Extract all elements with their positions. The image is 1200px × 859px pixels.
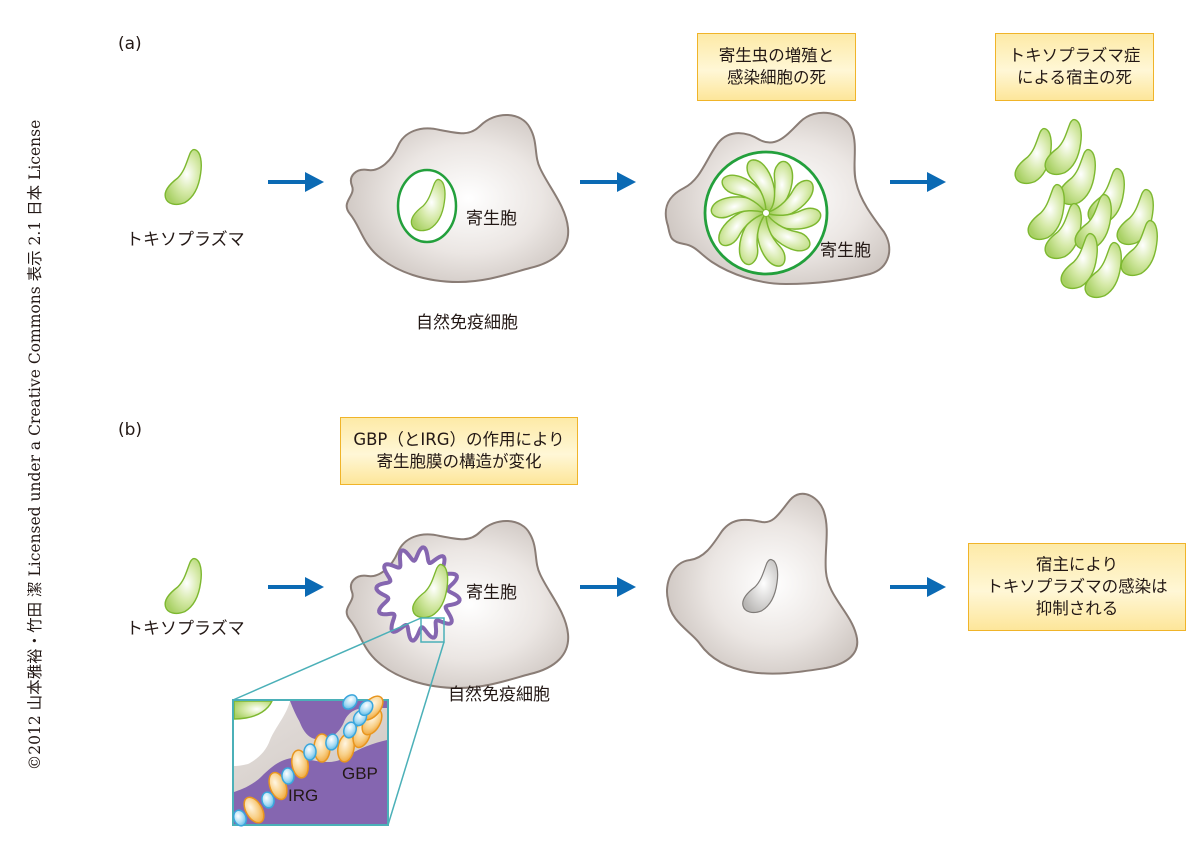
callout-line: 感染細胞の死 xyxy=(727,68,826,87)
callout-line: トキソプラズマ症 xyxy=(1008,45,1141,65)
irg-protein xyxy=(232,809,248,827)
membrane-inset: GBP IRG xyxy=(232,694,389,827)
toxoplasma-icon xyxy=(164,557,202,615)
irg-protein xyxy=(358,699,374,717)
innate-immune-cell xyxy=(345,113,570,284)
callout-line: 寄生虫の増殖と xyxy=(718,45,835,65)
callout-line: GBP（とIRG）の作用により xyxy=(353,429,565,449)
callout-host-death: トキソプラズマ症 による宿主の死 xyxy=(995,33,1154,101)
arrow-icon xyxy=(268,172,324,192)
arrow-icon xyxy=(580,577,636,597)
irg-protein xyxy=(342,694,358,710)
callout-line: による宿主の死 xyxy=(1016,68,1132,87)
callout-gbp-action: GBP（とIRG）の作用により 寄生胞膜の構造が変化 xyxy=(340,417,578,485)
toxoplasma-label: トキソプラズマ xyxy=(126,230,245,250)
callout-parasite-growth: 寄生虫の増殖と 感染細胞の死 xyxy=(697,33,856,101)
irg-label: IRG xyxy=(288,786,318,805)
gbp-label: GBP xyxy=(342,764,378,783)
arrow-icon xyxy=(580,172,636,192)
irg-protein xyxy=(303,743,317,761)
callout-line: 抑制される xyxy=(1035,599,1119,619)
irg-protein xyxy=(261,791,275,809)
gbp-protein xyxy=(291,749,309,779)
arrow-icon xyxy=(890,172,946,192)
vacuole-label: 寄生胞 xyxy=(466,209,517,229)
callout-line: 寄生胞膜の構造が変化 xyxy=(376,452,542,471)
innate-cell-label: 自然免疫細胞 xyxy=(448,685,550,705)
toxoplasma-label: トキソプラズマ xyxy=(126,619,245,639)
arrow-icon xyxy=(890,577,946,597)
innate-cell-label: 自然免疫細胞 xyxy=(416,313,518,333)
vacuole-label: 寄生胞 xyxy=(820,241,871,261)
toxoplasma-icon xyxy=(1014,127,1052,185)
toxoplasma-icon xyxy=(164,148,202,206)
gbp-protein xyxy=(243,796,265,824)
callout-line: 宿主により xyxy=(1035,554,1119,574)
released-parasites-cluster xyxy=(1014,118,1158,299)
panel-b-label: (b) xyxy=(118,420,143,440)
callout-line: トキソプラズマの感染は xyxy=(986,576,1168,596)
irg-protein xyxy=(342,721,358,739)
panel-a-label: (a) xyxy=(118,34,142,54)
license-credit: ©2012 山本雅裕・竹田 潔 Licensed under a Creativ… xyxy=(26,119,44,771)
irg-protein xyxy=(325,733,339,751)
zoom-region-box xyxy=(420,617,445,643)
arrow-icon xyxy=(268,577,324,597)
irg-protein xyxy=(281,767,295,785)
vacuole-label: 寄生胞 xyxy=(466,583,517,603)
callout-infection-suppressed: 宿主により トキソプラズマの感染は 抑制される xyxy=(968,543,1186,631)
